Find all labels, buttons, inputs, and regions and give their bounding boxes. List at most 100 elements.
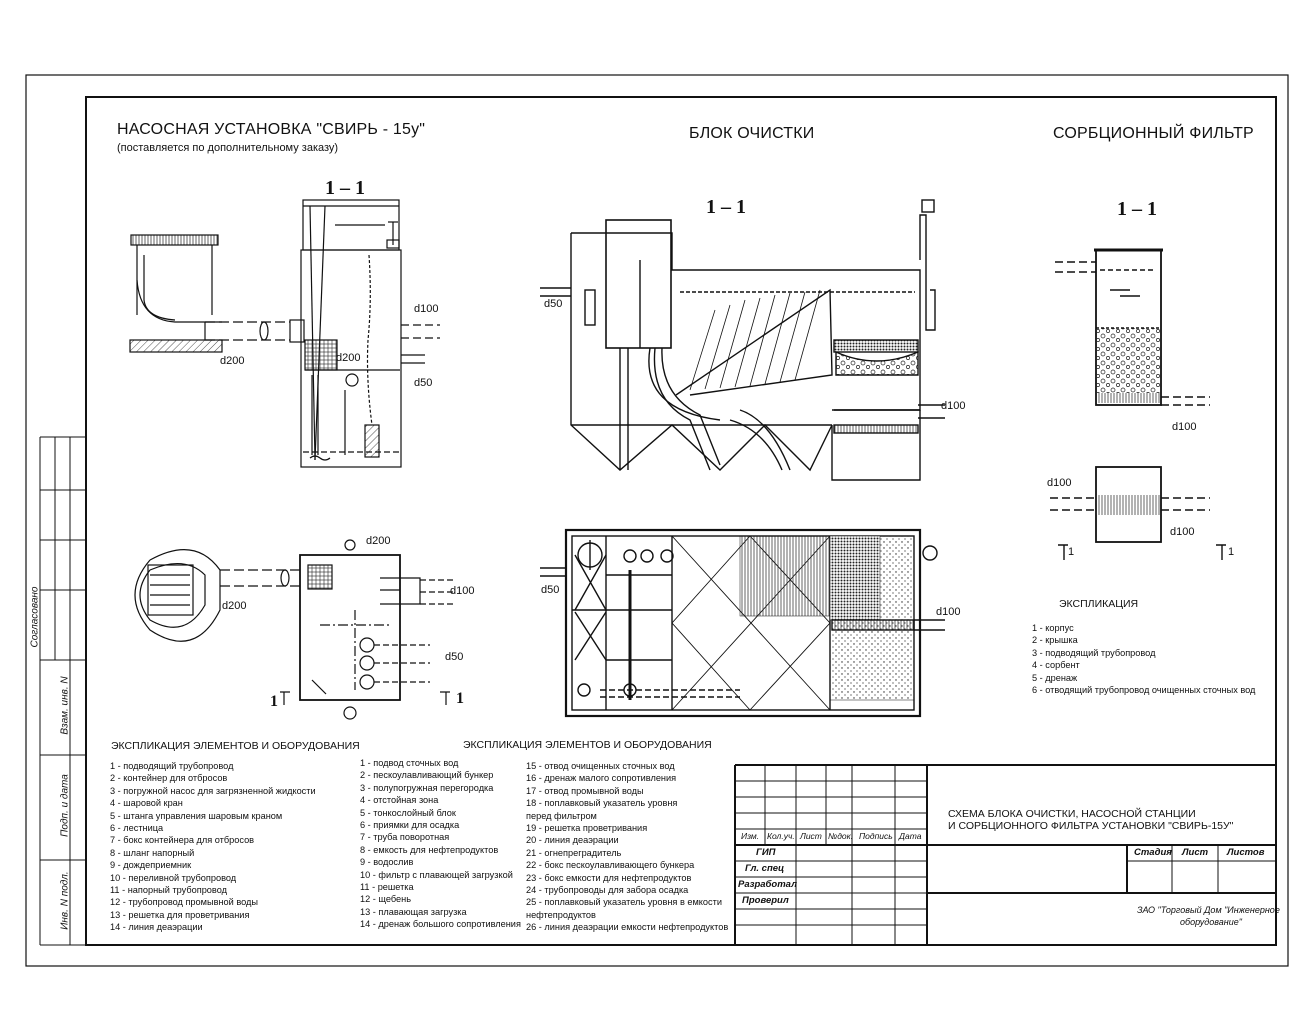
dim-label: d200 [222, 600, 247, 612]
pump-legend-title: ЭКСПЛИКАЦИЯ ЭЛЕМЕНТОВ И ОБОРУДОВАНИЯ [111, 740, 360, 752]
dim-label: d100 [1172, 421, 1197, 433]
dim-label: d100 [450, 585, 475, 597]
legend-item: 3 - подводящий трубопровод [1032, 647, 1156, 658]
legend-item: 5 - дренаж [1032, 672, 1078, 683]
legend-item: 26 - линия деаэрации емкости нефтепродук… [526, 922, 729, 933]
stamp-title-line2: И СОРБЦИОННОГО ФИЛЬТРА УСТАНОВКИ "СВИРЬ-… [948, 820, 1234, 832]
legend-item: 2 - пескоулавливающий бункер [360, 770, 494, 781]
legend-item: 7 - труба поворотная [360, 832, 450, 843]
legend-item: 22 - бокс пескоулавливающего бункера [526, 860, 695, 871]
section-mark: 1 [270, 693, 278, 710]
side-inv-orig: Инв. N подл. [59, 871, 71, 930]
side-agreed: Согласовано [29, 586, 41, 648]
block-title: БЛОК ОЧИСТКИ [689, 125, 815, 142]
dim-label: d50 [445, 651, 464, 663]
legend-item: 5 - штанга управления шаровым краном [110, 810, 283, 821]
legend-item: 10 - фильтр с плавающей загрузкой [360, 869, 513, 880]
dim-label: d200 [336, 352, 361, 364]
legend-item: 3 - полупогружная перегородка [360, 782, 494, 793]
legend-item: 17 - отвод промывной воды [526, 785, 644, 796]
legend-item: 2 - контейнер для отбросов [110, 773, 228, 784]
legend-item: 6 - отводящий трубопровод очищенных сточ… [1032, 685, 1256, 696]
pump-subtitle: (поставляется по дополнительному заказу) [117, 142, 339, 154]
stamp-sheets: Листов [1227, 847, 1265, 858]
dim-label: d50 [541, 584, 560, 596]
legend-item: 8 - шланг напорный [110, 847, 195, 858]
legend-item: 11 - напорный трубопровод [110, 885, 227, 896]
stamp-role: Разработал [738, 879, 797, 890]
stamp-role: Гл. спец [745, 863, 785, 874]
legend-item: 19 - решетка проветривания [526, 823, 648, 834]
block-plan-view [540, 528, 945, 718]
side-stamp-grid [39, 436, 86, 946]
stamp-role: Проверил [742, 895, 789, 906]
dim-label: d100 [1047, 477, 1072, 489]
section-mark: 1 [1068, 546, 1075, 558]
legend-item: 20 - линия деаэрации [526, 835, 619, 846]
stamp-header: Кол.уч. [767, 831, 795, 841]
stamp-header: Лист [800, 831, 822, 841]
legend-item: 1 - корпус [1032, 623, 1074, 633]
sorption-title: СОРБЦИОННЫЙ ФИЛЬТР [1053, 125, 1254, 142]
legend-item: 6 - лестница [110, 823, 164, 834]
stamp-header: Дата [899, 831, 922, 841]
dim-label: d100 [936, 606, 961, 618]
legend-item: 10 - переливной трубопровод [110, 872, 237, 883]
legend-item: 9 - водослив [360, 857, 414, 868]
legend-item: 3 - погружной насос для загрязненной жид… [110, 785, 316, 796]
legend-item: 23 - бокс емкости для нефтепродуктов [526, 872, 692, 883]
company-line2: оборудование" [1180, 917, 1242, 927]
sorption-section-label: 1 – 1 [1117, 198, 1157, 220]
pump-title: НАСОСНАЯ УСТАНОВКА "СВИРЬ - 15у" [117, 121, 426, 138]
block-section-view [540, 199, 945, 481]
legend-item: 12 - трубопровод промывной воды [110, 897, 258, 908]
legend-item: 24 - трубопроводы для забора осадка [526, 885, 689, 896]
section-mark: 1 [1228, 546, 1235, 558]
dim-label: d50 [414, 377, 433, 389]
legend-item: 11 - решетка [360, 882, 414, 893]
legend-item: 1 - подводящий трубопровод [110, 761, 234, 771]
side-inv-no: Взам. инв. N [59, 676, 71, 735]
pump-section-view [129, 199, 440, 468]
dim-label: d200 [220, 355, 245, 367]
legend-item: 4 - сорбент [1032, 660, 1080, 671]
legend-item: 2 - крышка [1032, 635, 1078, 646]
legend-item: 15 - отвод очищенных сточных вод [526, 761, 675, 771]
legend-item: 12 - щебень [360, 894, 411, 905]
dim-label: d50 [544, 298, 563, 310]
legend-item: 4 - шаровой кран [110, 798, 183, 809]
dim-label: d100 [1170, 526, 1195, 538]
legend-item: 4 - отстойная зона [360, 795, 439, 806]
dim-label: d100 [414, 303, 439, 315]
pump-section-label: 1 – 1 [325, 177, 365, 199]
stamp-stage: Стадия [1134, 847, 1172, 858]
legend-item: 14 - линия деаэрации [110, 922, 203, 933]
legend-item: 18 - поплавковый указатель уровня [526, 798, 678, 809]
legend-item: 25 - поплавковый указатель уровня в емко… [526, 897, 722, 908]
pump-plan-view [134, 539, 455, 720]
stamp-header: Изм. [741, 831, 760, 841]
dim-label: d100 [941, 400, 966, 412]
legend-item: нефтепродуктов [526, 909, 596, 920]
stamp-header: №док. [828, 831, 854, 841]
legend-item: 5 - тонкослойный блок [360, 807, 456, 818]
stamp-sheet: Лист [1182, 847, 1209, 858]
pump-legend-list: 1 - подводящий трубопровод 2 - контейнер … [110, 760, 316, 934]
title-block [734, 764, 1276, 945]
legend-item: 1 - подвод сточных вод [360, 758, 459, 768]
legend-item: 8 - емкость для нефтепродуктов [360, 844, 499, 855]
section-mark: 1 [456, 690, 464, 707]
block-legend-title: ЭКСПЛИКАЦИЯ ЭЛЕМЕНТОВ И ОБОРУДОВАНИЯ [463, 739, 712, 751]
legend-item: 13 - плавающая загрузка [360, 906, 467, 917]
sorption-section-view [1050, 248, 1226, 560]
legend-item: 7 - бокс контейнера для отбросов [110, 835, 255, 846]
legend-item: 13 - решетка для проветривания [110, 909, 250, 920]
legend-item: 21 - огнепреградитель [526, 847, 622, 858]
legend-item: 9 - дождеприемник [110, 860, 192, 871]
legend-item: 14 - дренаж большого сопротивления [360, 919, 521, 930]
company-line1: ЗАО "Торговый Дом "Инженерное [1137, 905, 1280, 915]
